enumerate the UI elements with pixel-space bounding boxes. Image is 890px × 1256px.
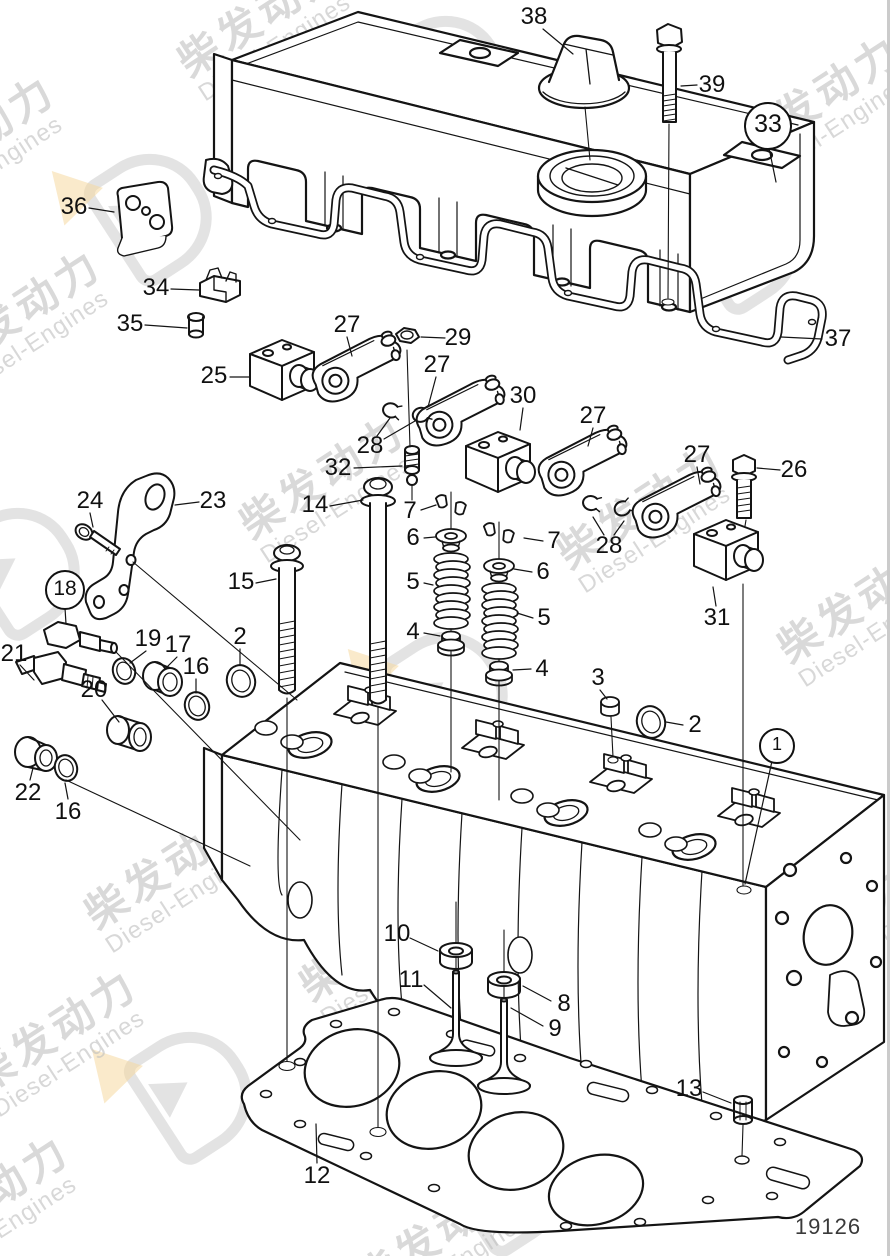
- stud-35: [187, 312, 205, 339]
- valve-collet-7: [434, 493, 450, 510]
- leader-line-2: [665, 721, 684, 726]
- leader-line-7: [420, 504, 437, 511]
- leader-line-23: [174, 501, 200, 506]
- leader-line-31: [712, 586, 717, 607]
- page-edge: [887, 0, 890, 1256]
- rocker-arm-27c: [531, 422, 637, 501]
- leader-line-12: [315, 1123, 318, 1164]
- fitting-18: [43, 621, 118, 654]
- clip-34: [199, 267, 241, 303]
- leader-line-28: [592, 516, 605, 536]
- valve-collet-7: [482, 521, 498, 538]
- rocker-pedestal-31: [693, 519, 764, 581]
- leader-line-33: [768, 147, 777, 183]
- head-bolt-15: [270, 544, 304, 695]
- sensor-cluster: [14, 621, 257, 782]
- leader-line-29: [420, 336, 446, 339]
- rocker-arm-27a: [305, 328, 411, 407]
- leader-line-37: [780, 336, 823, 340]
- leader-line-27: [427, 376, 437, 408]
- valve-cover-gasket: [202, 157, 827, 365]
- leader-line-27: [346, 336, 353, 357]
- leader-line-27: [587, 427, 594, 447]
- leader-line-18: [64, 607, 67, 625]
- sleeve-20: [106, 715, 152, 752]
- cover-pad-36: [116, 180, 174, 257]
- figure-number: 19126: [794, 1214, 862, 1239]
- valve-collet-7: [453, 500, 468, 517]
- leader-line-1: [744, 760, 773, 885]
- adjuster-32: [404, 445, 420, 486]
- cover-bolt-39: [656, 23, 683, 123]
- leader-line-27: [696, 466, 701, 485]
- rocker-gear: [249, 327, 764, 581]
- sensor-21: [15, 651, 107, 693]
- nut-29: [395, 327, 420, 344]
- plug-22: [14, 736, 58, 772]
- valve-train: [433, 491, 667, 801]
- pedestal-bolt-26: [731, 454, 757, 519]
- leader-line-9: [510, 1007, 544, 1027]
- valve-collet-7: [501, 528, 516, 545]
- leader-line-6: [513, 568, 533, 573]
- leader-line-28: [383, 420, 416, 440]
- lock-clip-28: [380, 399, 404, 422]
- leader-line-19: [129, 650, 147, 664]
- dowel-13: [733, 1095, 753, 1165]
- lock-clip-28: [611, 496, 636, 519]
- leader-line-35: [144, 324, 188, 329]
- leader-line-39: [680, 84, 698, 87]
- leader-line-21: [19, 664, 35, 681]
- leader-line-16: [64, 782, 69, 800]
- lock-clip-28: [580, 493, 604, 513]
- leader-line-7: [523, 537, 544, 542]
- plug-17: [142, 661, 183, 697]
- leader-line-8: [522, 985, 552, 1002]
- valve-cover: [212, 10, 816, 314]
- leader-line-20: [101, 699, 120, 723]
- leader-line-32: [353, 465, 403, 469]
- head-gasket: [240, 996, 864, 1234]
- bracket-bolt-24: [74, 523, 121, 556]
- leader-line-14: [329, 499, 364, 507]
- oil-filler-cap: [537, 34, 631, 110]
- lifting-bracket-23: [84, 472, 176, 621]
- leader-line-30: [519, 407, 524, 431]
- oil-filler-neck: [536, 148, 648, 218]
- cap-3: [600, 696, 620, 717]
- leader-line-17: [165, 656, 178, 669]
- rocker-pedestal-25: [249, 339, 320, 401]
- spring-retainer-6: [483, 558, 515, 583]
- leader-line-13: [702, 1091, 732, 1104]
- valve-spring-5: [481, 582, 519, 660]
- leader-line-38: [542, 28, 574, 55]
- head-bolt-14: [360, 477, 396, 705]
- leader-line-24: [89, 512, 94, 528]
- leader-line-15: [255, 578, 277, 584]
- valve-spring-5: [433, 552, 471, 630]
- leader-line-4: [423, 632, 441, 637]
- leader-line-28: [613, 520, 625, 536]
- leader-line-5: [516, 612, 534, 619]
- leader-line-22: [29, 767, 34, 781]
- leader-line-5: [423, 582, 434, 586]
- leader-line-4: [512, 668, 532, 671]
- leader-line-3: [599, 689, 608, 700]
- leader-line-28: [376, 417, 391, 437]
- leader-line-26: [756, 467, 781, 471]
- leader-line-34: [170, 288, 200, 291]
- cylinder-head: [202, 661, 886, 1126]
- callout-leaders: [19, 28, 823, 1164]
- leader-line-6: [423, 536, 436, 539]
- rocker-pedestal-30: [465, 431, 536, 493]
- spring-retainer-6: [435, 528, 467, 553]
- leader-line-10: [409, 937, 439, 952]
- leader-line-36: [88, 207, 115, 213]
- leader-line-11: [423, 984, 452, 1009]
